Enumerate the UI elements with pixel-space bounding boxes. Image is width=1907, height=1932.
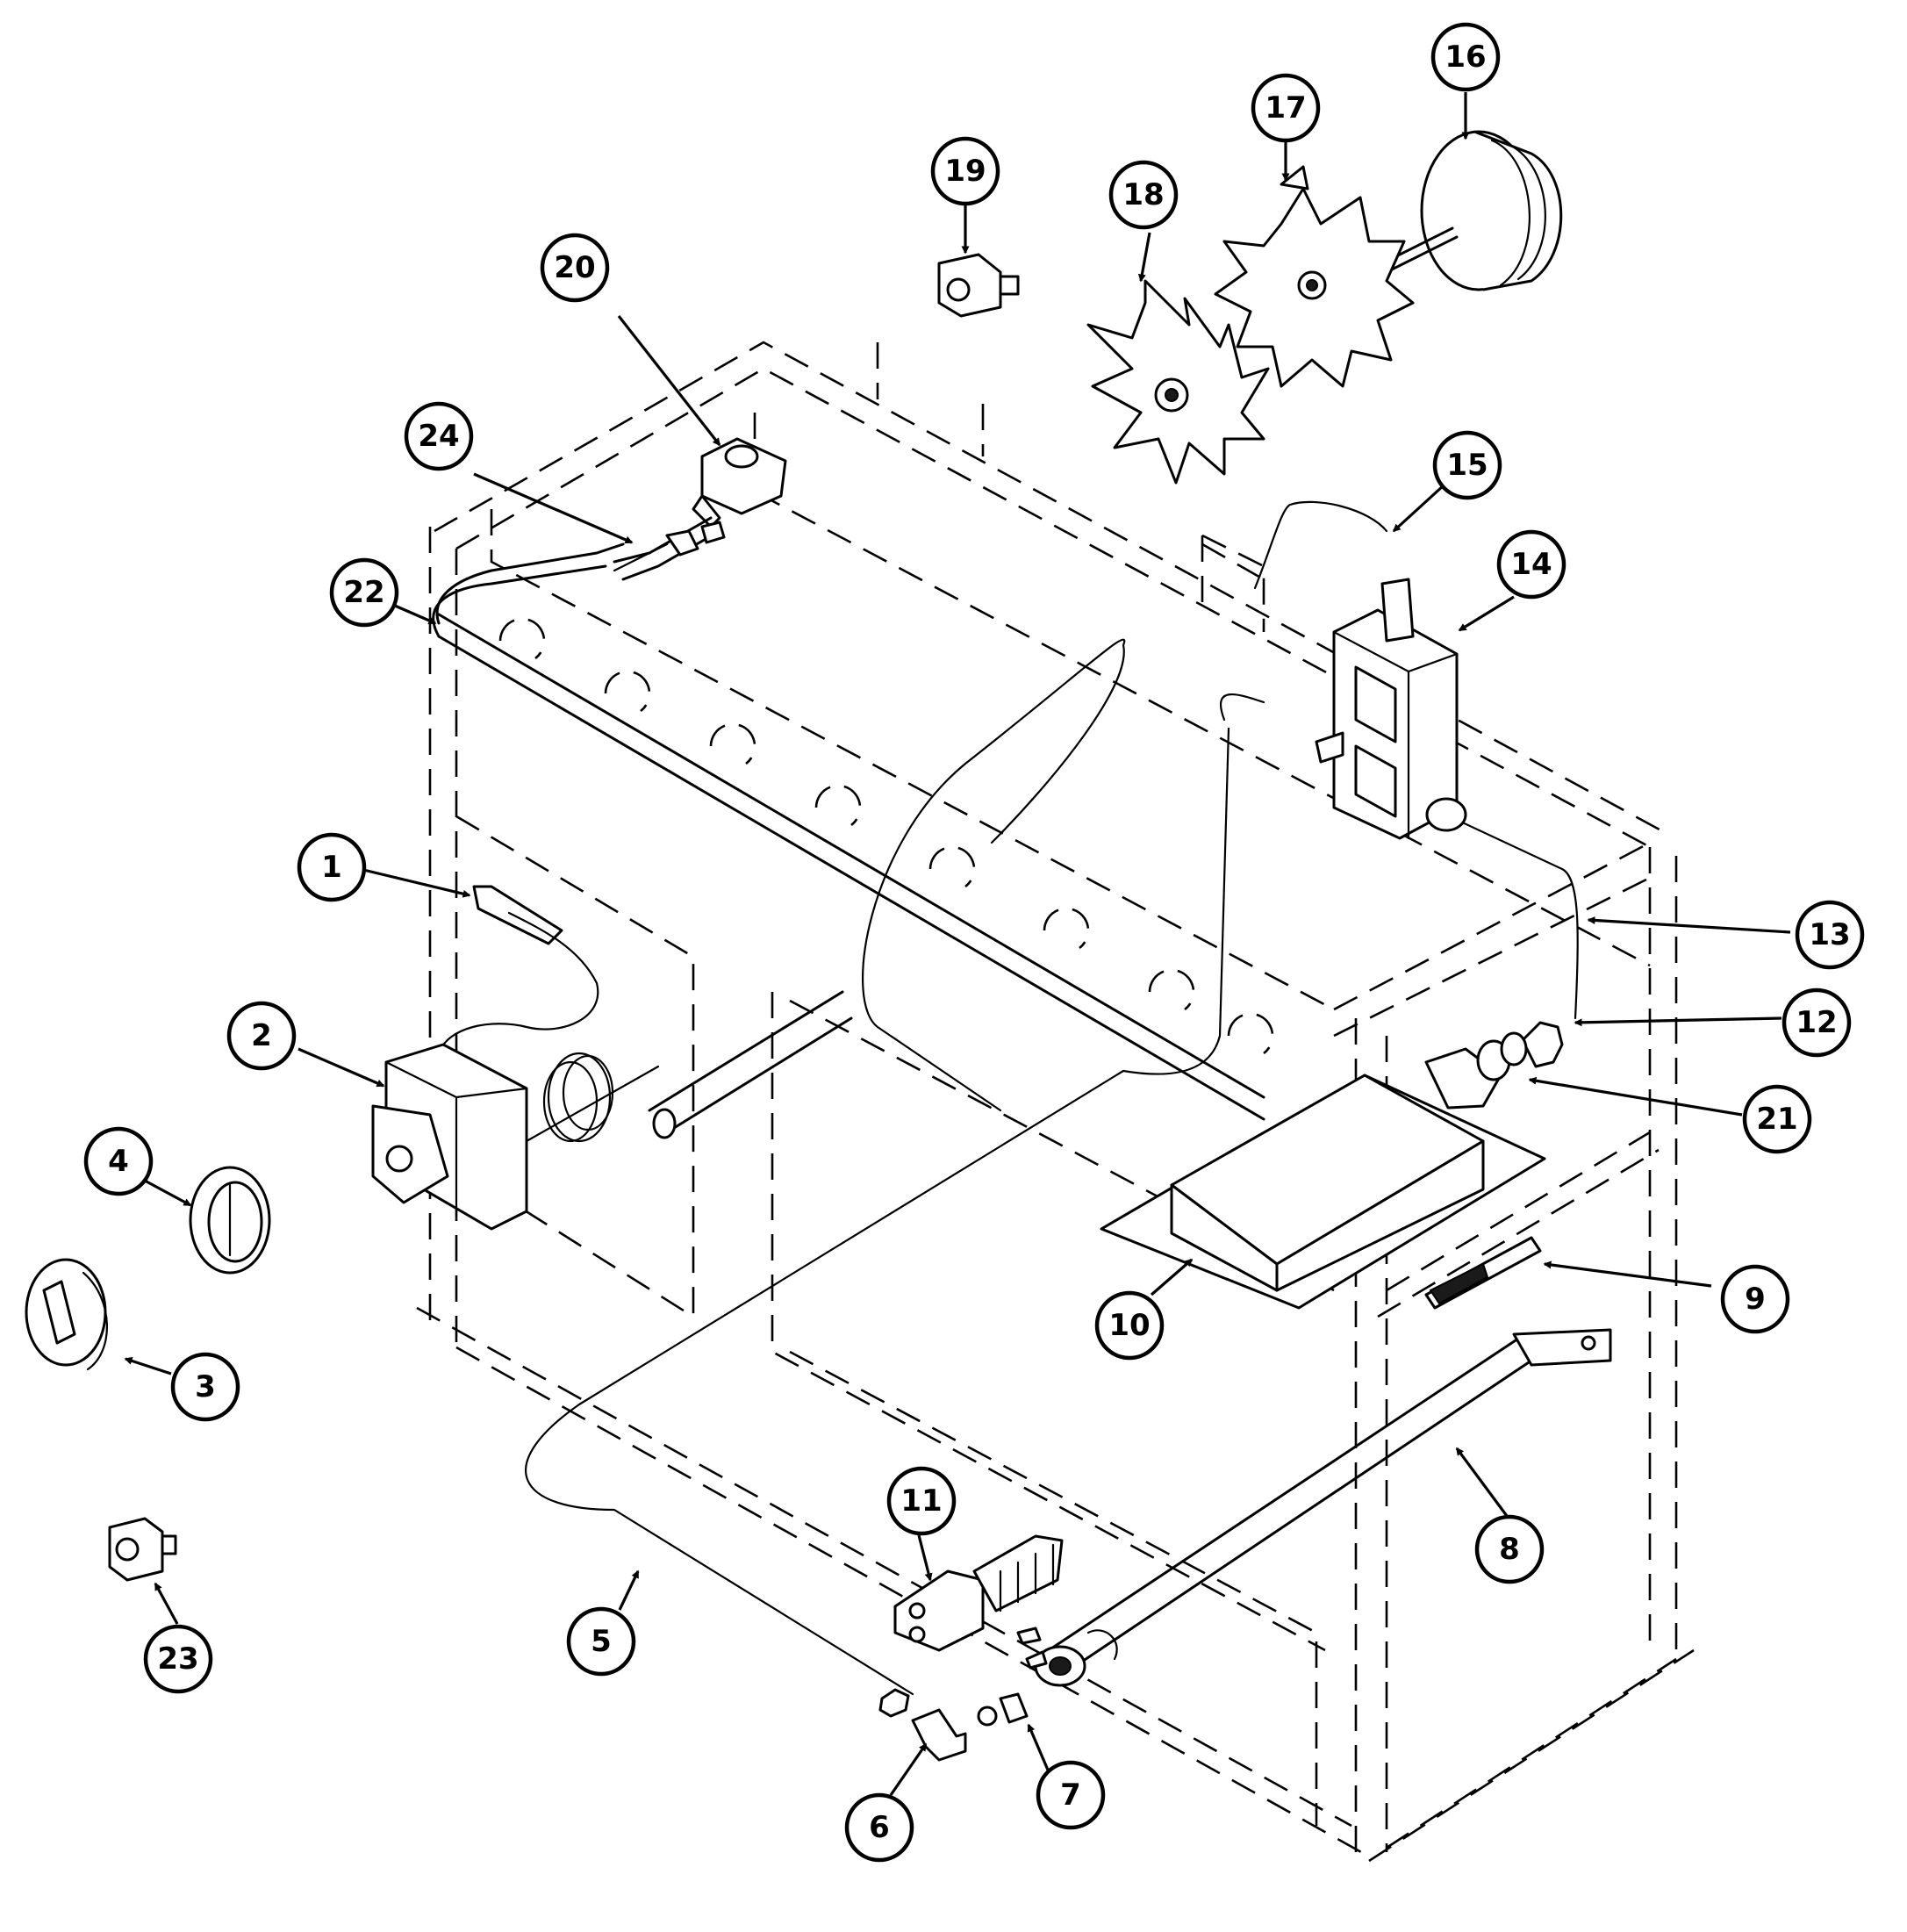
part-7-fitting <box>977 1692 1029 1727</box>
callout-17: 17 <box>1251 73 1321 143</box>
part-24-connector <box>613 521 726 572</box>
callout-12-label: 12 <box>1796 1005 1837 1040</box>
callout-4: 4 <box>83 1126 154 1196</box>
callout-11-label: 11 <box>900 1483 942 1519</box>
callout-3-label: 3 <box>195 1369 216 1404</box>
callout-24: 24 <box>404 401 474 471</box>
callout-20: 20 <box>540 233 610 303</box>
callout-16: 16 <box>1430 22 1501 92</box>
callout-8: 8 <box>1474 1514 1545 1584</box>
callout-6: 6 <box>844 1792 914 1863</box>
part-13-tubing <box>1429 806 1579 1020</box>
callout-10: 10 <box>1094 1290 1165 1361</box>
callout-2: 2 <box>226 1001 297 1071</box>
burner-tube <box>432 542 1274 1121</box>
part-11-igniter <box>893 1534 1064 1670</box>
part-23-switch <box>108 1517 177 1582</box>
part-1-terminal <box>437 885 599 1055</box>
part-15-wire <box>1201 500 1388 590</box>
callout-19-label: 19 <box>944 154 986 189</box>
part-9-bracket <box>1424 1236 1542 1310</box>
callout-9: 9 <box>1720 1264 1790 1334</box>
callout-20-label: 20 <box>554 250 595 285</box>
callout-6-label: 6 <box>869 1810 890 1845</box>
callout-3: 3 <box>170 1352 240 1422</box>
callout-15-label: 15 <box>1446 448 1488 483</box>
callout-7-label: 7 <box>1060 1778 1081 1813</box>
callout-18: 18 <box>1108 160 1179 230</box>
callout-21: 21 <box>1742 1084 1812 1154</box>
part-18-fan-blade <box>1086 279 1270 485</box>
part-14-valve <box>1315 578 1467 840</box>
part-20-regulator <box>692 437 787 528</box>
callout-18-label: 18 <box>1122 177 1164 212</box>
callout-7: 7 <box>1036 1760 1106 1830</box>
part-17-fan-blade <box>1214 165 1415 388</box>
callout-22-label: 22 <box>343 575 384 610</box>
callout-11: 11 <box>886 1466 957 1536</box>
part-10-module <box>1100 1047 1546 1310</box>
callout-23: 23 <box>143 1624 213 1694</box>
part-19-switch <box>937 253 1020 318</box>
callout-24-label: 24 <box>418 419 459 454</box>
callout-21-label: 21 <box>1756 1102 1797 1137</box>
callout-22: 22 <box>329 557 399 628</box>
callout-12: 12 <box>1782 988 1852 1058</box>
callout-13: 13 <box>1795 900 1865 970</box>
part-3-knob <box>25 1258 108 1371</box>
part-16-motor <box>1380 130 1563 291</box>
callout-5: 5 <box>566 1606 636 1677</box>
callout-10-label: 10 <box>1108 1308 1150 1343</box>
callout-13-label: 13 <box>1809 917 1850 952</box>
part-2-thermostat <box>371 990 853 1231</box>
callout-8-label: 8 <box>1499 1532 1520 1567</box>
callout-1-label: 1 <box>321 850 342 885</box>
callout-23-label: 23 <box>157 1641 198 1677</box>
part-6-elbow-fitting <box>878 1688 967 1762</box>
leader-lines <box>124 92 1791 1796</box>
callout-17-label: 17 <box>1265 90 1306 126</box>
callout-4-label: 4 <box>108 1144 129 1179</box>
callout-5-label: 5 <box>591 1624 612 1659</box>
callout-14: 14 <box>1496 529 1566 600</box>
callout-16-label: 16 <box>1445 40 1486 75</box>
thermostat-capillary <box>525 638 1265 1696</box>
callout-2-label: 2 <box>251 1018 272 1053</box>
part-12-elbow <box>1521 1021 1564 1068</box>
callout-19: 19 <box>930 136 1000 206</box>
callout-1: 1 <box>297 832 367 902</box>
part-8-broil-burner <box>1034 1328 1612 1687</box>
callout-15: 15 <box>1432 430 1502 500</box>
part-21-orifice <box>1476 1031 1528 1081</box>
callout-14-label: 14 <box>1510 547 1552 582</box>
part-4-bezel <box>189 1166 271 1275</box>
callout-9-label: 9 <box>1745 1282 1766 1317</box>
